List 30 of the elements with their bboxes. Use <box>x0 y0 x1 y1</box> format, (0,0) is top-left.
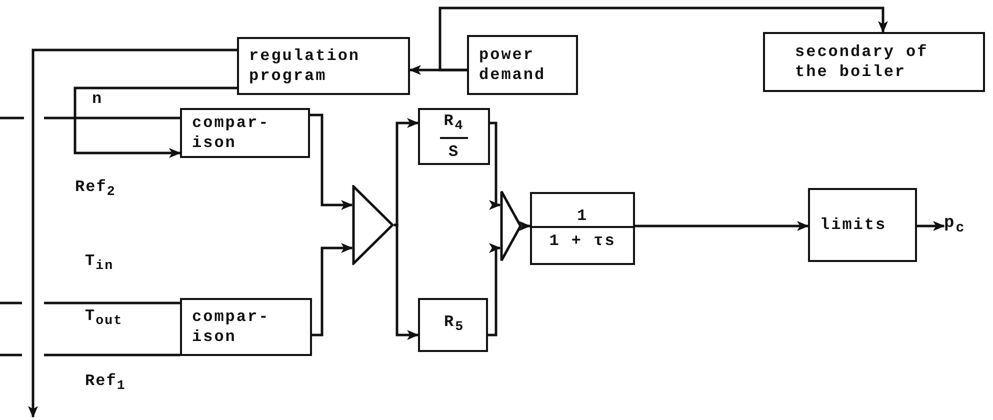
arrow <box>394 118 419 226</box>
signal-label: Ref$_{2}$ <box>75 178 116 200</box>
arrow <box>488 243 501 336</box>
arrow <box>519 221 531 231</box>
arrow <box>310 114 353 210</box>
process-box: regulation program <box>237 37 410 95</box>
signal-label: T$_{out}$ <box>85 307 123 330</box>
arrow <box>74 86 237 158</box>
output-label: p$_{c}$ <box>944 214 978 244</box>
transfer-function-box: R$_{4}$ S <box>418 108 490 165</box>
signal-label: n <box>92 90 103 108</box>
arrow <box>635 221 809 231</box>
limiter-box: limits <box>808 188 917 262</box>
arrow <box>438 6 888 72</box>
arrow <box>489 122 501 210</box>
arrow <box>394 224 419 340</box>
signal-label: Ref$_{1}$ <box>85 372 126 394</box>
signal-line <box>0 116 182 120</box>
process-box: compar- ison <box>180 298 312 356</box>
arrow <box>917 221 945 231</box>
gain-box: R$_{5}$ <box>418 298 488 352</box>
signal-line <box>0 354 182 356</box>
signal-line <box>0 302 182 304</box>
arrow <box>312 243 353 336</box>
signal-label: T$_{in}$ <box>85 252 114 274</box>
process-box: secondary of the boiler <box>763 32 985 92</box>
process-box: power demand <box>467 35 578 95</box>
arrow <box>28 48 237 418</box>
process-box: compar- ison <box>180 108 310 158</box>
transfer-function-box: 1 1 + τs <box>530 192 635 265</box>
